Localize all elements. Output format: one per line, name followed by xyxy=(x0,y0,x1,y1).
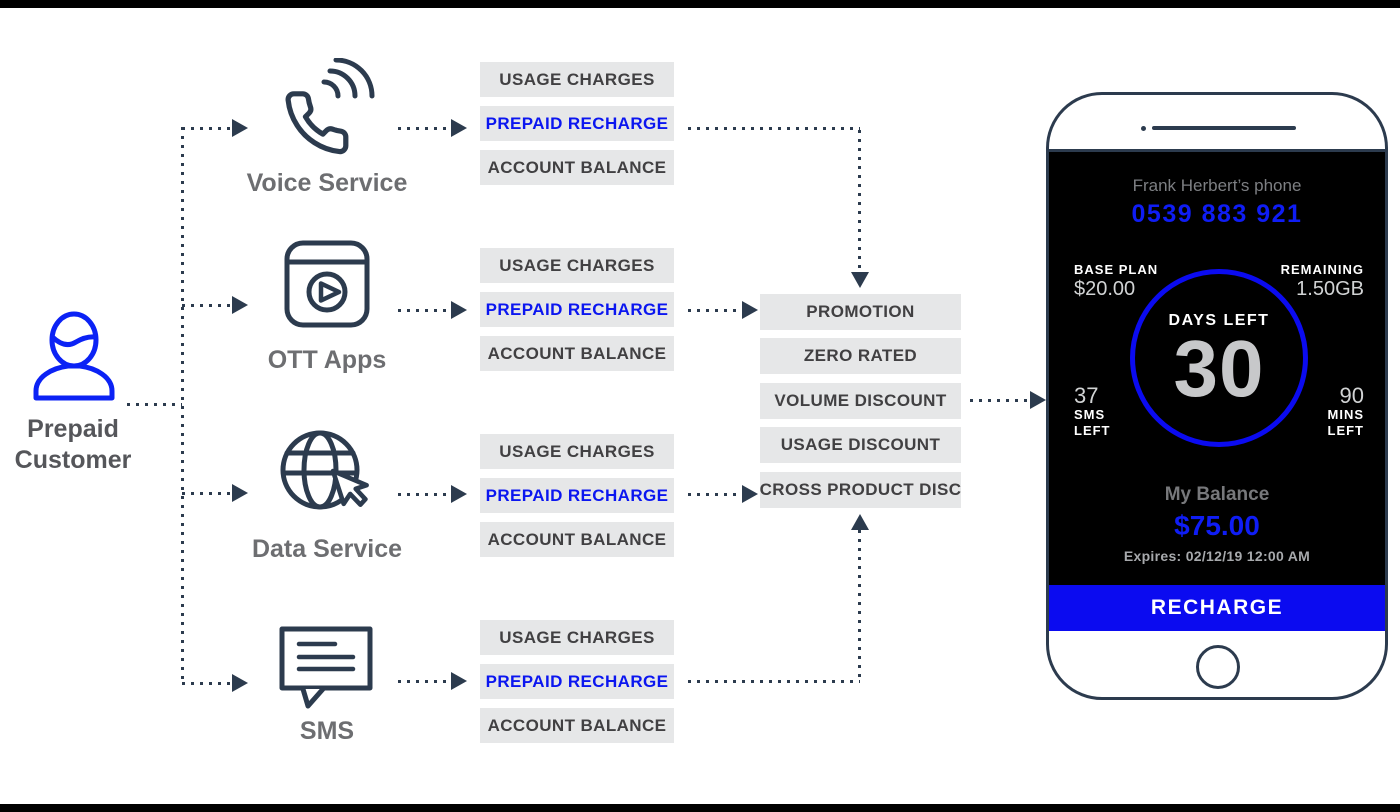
usage-charges-box: USAGE CHARGES xyxy=(480,62,674,97)
sms-left-stat: 37 SMS LEFT xyxy=(1074,384,1111,439)
phone-owner: Frank Herbert’s phone xyxy=(1132,176,1302,195)
usage-charges-box: USAGE CHARGES xyxy=(480,248,674,283)
remaining-label: REMAINING xyxy=(1280,262,1364,277)
voice-service-label: Voice Service xyxy=(246,169,408,197)
connector-ott-to-boxes xyxy=(398,309,450,312)
arrow-to-voice xyxy=(232,119,248,137)
connector-customer xyxy=(127,403,182,406)
sms-left-word: LEFT xyxy=(1074,423,1111,438)
remaining-stat: REMAINING 1.50GB xyxy=(1240,262,1364,301)
usage-charges-box: USAGE CHARGES xyxy=(480,434,674,469)
arrow-sms-to-crossproduct xyxy=(851,514,869,530)
arrow-central-to-phone xyxy=(1030,391,1046,409)
promotion-box: PROMOTION xyxy=(760,294,961,330)
connector-spine xyxy=(181,127,184,684)
arrow-to-ott xyxy=(232,296,248,314)
arrow-to-data xyxy=(232,484,248,502)
top-letterbox-bar xyxy=(0,0,1400,8)
sms-label: SMS xyxy=(299,717,355,745)
connector-branch-data xyxy=(182,492,232,495)
person-icon xyxy=(33,311,115,401)
arrow-voice-to-promotion xyxy=(851,272,869,288)
bottom-letterbox-bar xyxy=(0,804,1400,812)
connector-data-recharge xyxy=(688,493,742,496)
phone-number: 0539 883 921 xyxy=(1131,200,1303,228)
prepaid-recharge-box: PREPAID RECHARGE xyxy=(480,478,674,513)
arrow-data-to-crossproduct xyxy=(742,485,758,503)
data-service-label: Data Service xyxy=(251,535,403,563)
balance-value: $75.00 xyxy=(1174,510,1260,541)
mins-left-word: LEFT xyxy=(1327,423,1364,438)
balance-expiry: Expires: 02/12/19 12:00 AM xyxy=(1123,548,1311,564)
balance-label: My Balance xyxy=(1164,484,1270,505)
mins-left-stat: 90 MINS LEFT xyxy=(1290,383,1365,439)
arrow-ott-to-promotion xyxy=(742,301,758,319)
connector-voice-recharge-v xyxy=(858,130,861,272)
mins-left-unit: MINS xyxy=(1327,407,1364,422)
base-plan-label: BASE PLAN xyxy=(1074,262,1159,277)
sms-left-value: 37 xyxy=(1074,383,1099,408)
base-plan-value: $20.00 xyxy=(1074,278,1136,300)
arrow-voice-to-boxes xyxy=(451,119,467,137)
usage-discount-box: USAGE DISCOUNT xyxy=(760,427,961,463)
arrow-ott-to-boxes xyxy=(451,301,467,319)
camera-dot-icon xyxy=(1141,126,1146,131)
days-left-label: DAYS LEFT xyxy=(1168,312,1270,329)
media-app-icon xyxy=(284,240,370,328)
connector-branch-ott xyxy=(182,304,232,307)
base-plan-stat: BASE PLAN $20.00 xyxy=(1074,262,1158,301)
connector-sms-recharge-v xyxy=(858,530,861,680)
arrow-to-sms xyxy=(232,674,248,692)
connector-voice-recharge-h xyxy=(688,127,860,130)
account-balance-box: ACCOUNT BALANCE xyxy=(480,708,674,743)
speaker-slot xyxy=(1152,126,1296,130)
connector-branch-sms xyxy=(182,682,232,685)
zero-rated-box: ZERO RATED xyxy=(760,338,961,374)
connector-data-to-boxes xyxy=(398,493,450,496)
days-left-circle: DAYS LEFT 30 xyxy=(1130,269,1308,447)
mins-left-value: 90 xyxy=(1339,383,1364,408)
ott-apps-label: OTT Apps xyxy=(267,346,387,374)
days-left-value: 30 xyxy=(1173,324,1265,413)
account-balance-box: ACCOUNT BALANCE xyxy=(480,336,674,371)
connector-voice-to-boxes xyxy=(398,127,450,130)
prepaid-recharge-box: PREPAID RECHARGE xyxy=(480,106,674,141)
connector-sms-recharge-h xyxy=(688,680,860,683)
sms-left-unit: SMS xyxy=(1074,407,1106,422)
home-button[interactable] xyxy=(1196,645,1240,689)
prepaid-recharge-box: PREPAID RECHARGE xyxy=(480,664,674,699)
connector-ott-recharge xyxy=(688,309,742,312)
screen-divider xyxy=(1046,149,1388,152)
remaining-value: 1.50GB xyxy=(1296,278,1364,300)
usage-charges-box: USAGE CHARGES xyxy=(480,620,674,655)
person-label: Prepaid Customer xyxy=(14,415,132,474)
globe-cursor-icon xyxy=(280,430,369,510)
cross-product-disc-box: CROSS PRODUCT DISC xyxy=(760,472,961,508)
message-icon xyxy=(279,626,373,709)
connector-central-to-phone xyxy=(970,399,1030,402)
account-balance-box: ACCOUNT BALANCE xyxy=(480,522,674,557)
phone-frame xyxy=(1046,92,1388,700)
phone-call-icon xyxy=(285,58,375,155)
arrow-data-to-boxes xyxy=(451,485,467,503)
connector-sms-to-boxes xyxy=(398,680,450,683)
account-balance-box: ACCOUNT BALANCE xyxy=(480,150,674,185)
connector-branch-voice xyxy=(182,127,232,130)
arrow-sms-to-boxes xyxy=(451,672,467,690)
recharge-button[interactable]: RECHARGE xyxy=(1049,585,1385,631)
prepaid-recharge-box: PREPAID RECHARGE xyxy=(480,292,674,327)
volume-discount-box: VOLUME DISCOUNT xyxy=(760,383,961,419)
